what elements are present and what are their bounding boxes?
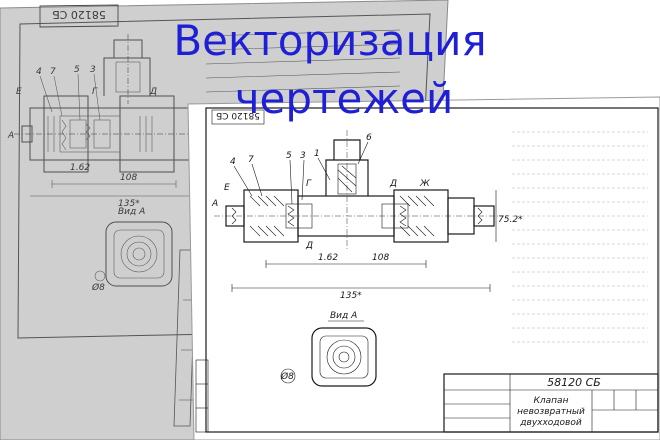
front-dim-small: 1.62	[318, 253, 338, 263]
back-dim-small: 1.62	[70, 163, 90, 173]
back-doc-number: 58120 СБ	[52, 8, 106, 21]
back-callout-4: 4	[36, 67, 42, 77]
back-dim-overall: 135*	[118, 199, 140, 209]
back-dim-length: 108	[120, 173, 137, 183]
front-part-name-2: невозвратный	[517, 407, 585, 417]
front-port-e: Е	[224, 183, 230, 193]
front-callout-5: 5	[286, 151, 292, 161]
front-dim-length: 108	[372, 253, 389, 263]
back-view-label: Вид А	[118, 207, 145, 217]
back-port-e: Е	[16, 87, 22, 97]
front-dim-view: Ø8	[280, 371, 294, 382]
front-callout-4: 4	[230, 157, 236, 167]
front-port-d-right: Д	[389, 179, 397, 189]
front-port-a: А	[211, 199, 218, 209]
front-doc-number: 58120 СБ	[547, 376, 601, 389]
back-callout-3: 3	[90, 65, 96, 75]
front-notes-block	[512, 131, 648, 343]
title-line-1: Векторизация	[173, 16, 487, 65]
front-port-g: Г	[306, 179, 312, 189]
front-title-block: 58120 СБ Клапан невозвратный двухходовой	[443, 373, 659, 433]
front-drawing-sheet: 58120 СБ 4 7 5 3 1 6	[187, 96, 660, 440]
front-view-label: Вид А	[330, 311, 357, 321]
back-port-a: А	[7, 131, 14, 141]
back-port-d: Д	[149, 87, 157, 97]
title-line-2: чертежей	[234, 74, 454, 123]
front-port-ring: Ж	[419, 179, 430, 189]
front-port-d-left: Д	[305, 241, 313, 251]
back-dim-view: Ø8	[91, 282, 105, 293]
front-part-name-1: Клапан	[534, 396, 569, 406]
front-callout-3: 3	[300, 151, 306, 161]
back-callout-5: 5	[74, 65, 80, 75]
front-part-name-3: двухходовой	[519, 418, 582, 428]
front-callout-6: 6	[366, 133, 372, 143]
back-port-g: Г	[92, 87, 98, 97]
front-dim-height: 75.2*	[498, 215, 523, 225]
back-callout-7: 7	[50, 67, 56, 77]
front-doc-number-rotated: 58120 СБ	[216, 110, 260, 120]
front-callout-1: 1	[314, 149, 320, 159]
front-callout-7: 7	[248, 155, 254, 165]
front-dim-overall: 135*	[340, 291, 362, 301]
